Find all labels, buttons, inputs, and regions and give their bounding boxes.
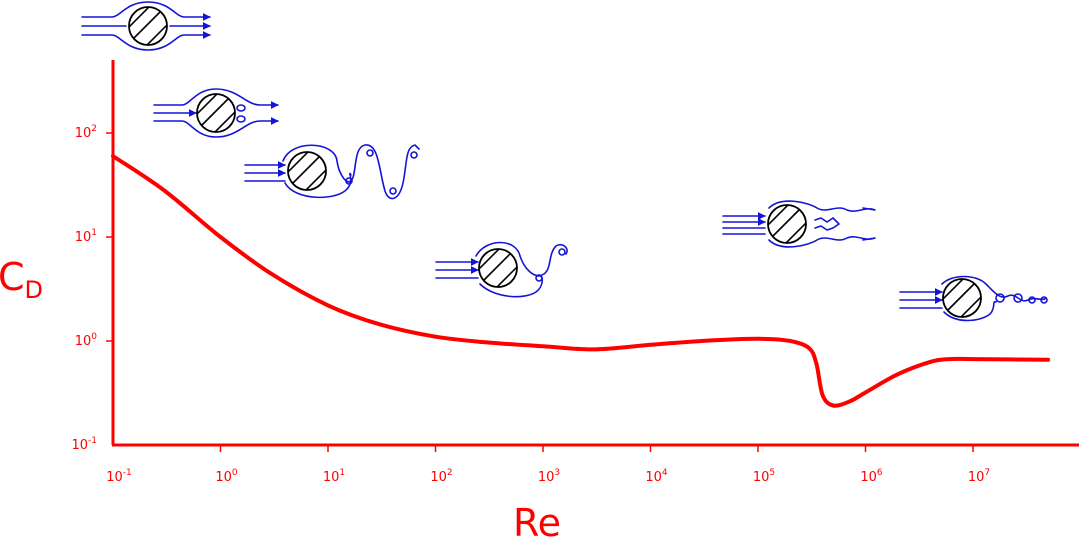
x-axis-label: Re — [513, 501, 561, 538]
curve-point — [821, 393, 825, 397]
curve-point — [111, 154, 115, 158]
x-tick-label: 104 — [645, 468, 668, 485]
curve-point — [162, 188, 166, 192]
turbulent-separation-flow-icon — [722, 200, 876, 248]
drag-curve-series — [111, 154, 1051, 408]
x-tick-label: 10-1 — [106, 468, 132, 485]
x-tick-label: 100 — [215, 468, 238, 485]
curve-point — [326, 303, 330, 307]
curve-point — [928, 360, 932, 364]
karman-vortex-street-icon — [244, 144, 420, 200]
laminar-wake-vortex-icon — [435, 241, 568, 298]
curve-point — [592, 347, 596, 351]
curve-point — [649, 343, 653, 347]
x-axis-ticks: 10-1 100 101 102 103 104 105 106 107 — [106, 445, 990, 485]
y-axis-label-main: C — [0, 255, 25, 299]
curve-point — [896, 372, 900, 376]
y-axis-label: CD — [0, 255, 43, 304]
x-tick-label: 105 — [753, 468, 775, 485]
curve-point — [814, 362, 818, 366]
y-tick-label: 100 — [75, 332, 98, 349]
x-tick-label: 103 — [538, 468, 560, 485]
turbulent-wake-vortex-icon — [899, 275, 1048, 322]
curve-point — [847, 400, 851, 404]
curve-point — [434, 335, 438, 339]
curve-point — [700, 339, 704, 343]
curve-point — [971, 357, 975, 361]
curve-point — [788, 339, 792, 343]
curve-point — [947, 357, 951, 361]
x-tick-label: 107 — [968, 468, 990, 485]
curve-point — [807, 346, 811, 350]
curve-point — [1046, 358, 1050, 362]
y-axis-label-subscript: D — [25, 276, 43, 304]
curve-point — [377, 322, 381, 326]
curve-point — [831, 403, 835, 407]
y-tick-label: 102 — [75, 124, 97, 141]
curve-point — [756, 337, 760, 341]
curve-point — [270, 272, 274, 276]
y-tick-label: 10-1 — [71, 436, 97, 453]
curve-point — [541, 344, 545, 348]
curve-point — [864, 390, 868, 394]
curve-point — [485, 340, 489, 344]
curve-point — [219, 235, 223, 239]
y-tick-label: 101 — [75, 228, 97, 245]
x-tick-label: 106 — [860, 468, 883, 485]
x-tick-label: 101 — [323, 468, 345, 485]
y-axis-ticks: 10-1 100 101 102 — [71, 124, 113, 453]
steady-laminar-flow-icon — [81, 1, 210, 51]
twin-vortex-flow-icon — [153, 88, 279, 138]
x-tick-label: 102 — [430, 468, 452, 485]
